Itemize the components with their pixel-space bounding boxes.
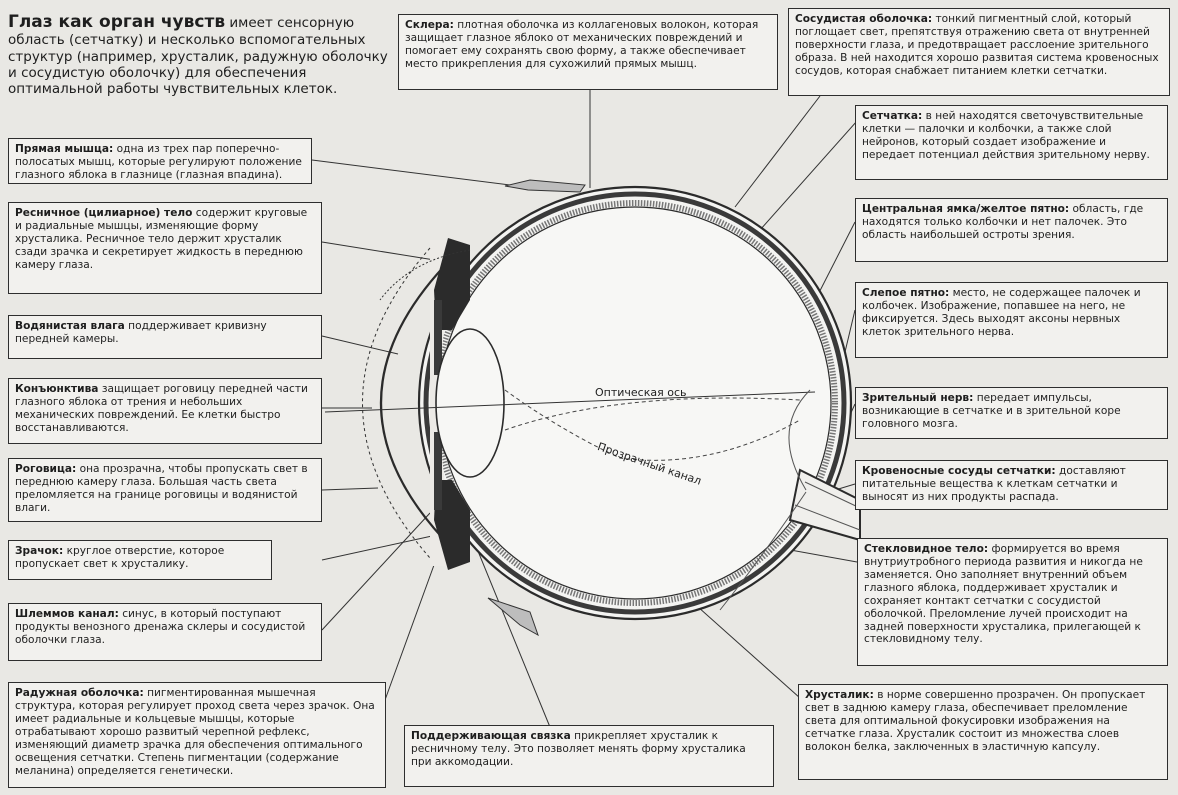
lens xyxy=(435,328,505,478)
label-title: Зрительный нерв: xyxy=(862,392,974,404)
retinal-vessels xyxy=(719,389,811,611)
label-text: в норме совершенно прозрачен. Он пропуск… xyxy=(805,689,1146,753)
choroid-layer xyxy=(423,191,847,615)
label-title: Водянистая влага xyxy=(15,320,125,332)
label-text: область, где находятся только колбочки и… xyxy=(862,203,1144,241)
label-title: Сосудистая оболочка: xyxy=(795,13,933,25)
label-title: Ресничное (цилиарное) тело xyxy=(15,207,193,219)
label-title: Поддерживающая связка xyxy=(411,730,571,742)
intro-body: имеет сенсорную область (сетчатку) и нес… xyxy=(8,15,388,97)
label-zonule: Поддерживающая связка прикрепляет хруста… xyxy=(404,725,774,787)
label-title: Хрусталик: xyxy=(805,689,874,701)
label-text: плотная оболочка из коллагеновых волокон… xyxy=(405,19,759,70)
label-text: в ней находятся светочувствительные клет… xyxy=(862,110,1150,161)
label-optic-nerve: Зрительный нерв: передает импульсы, возн… xyxy=(855,387,1168,439)
label-blind-spot: Слепое пятно: место, не содержащее палоч… xyxy=(855,282,1168,358)
label-text: защищает роговицу передней части глазног… xyxy=(15,383,308,434)
label-iris: Радужная оболочка: пигментированная мыше… xyxy=(8,682,386,788)
label-text: круглое отверстие, которое пропускает св… xyxy=(15,545,225,570)
iris-bottom xyxy=(434,432,442,510)
label-vitreous-body: Стекловидное тело: формируется во время … xyxy=(857,538,1168,666)
optical-axis-label: Оптическая ось xyxy=(595,386,687,399)
rectus-muscle-bottom xyxy=(487,597,539,637)
label-text: доставляют питательные вещества к клетка… xyxy=(862,465,1126,503)
label-text: передает импульсы, возникающие в сетчатк… xyxy=(862,392,1121,430)
label-sclera: Склера: плотная оболочка из коллагеновых… xyxy=(398,14,778,90)
label-aqueous-humor: Водянистая влага поддерживает кривизну п… xyxy=(8,315,322,359)
label-retina: Сетчатка: в ней находятся светочувствите… xyxy=(855,105,1168,180)
label-text: одна из трех пар поперечно-полосатых мыш… xyxy=(15,143,302,181)
label-text: синус, в который поступают продукты вено… xyxy=(15,608,306,646)
label-fovea: Центральная ямка/желтое пятно: область, … xyxy=(855,198,1168,262)
label-text: место, не содержащее палочек и колбочек.… xyxy=(862,287,1141,338)
label-text: поддерживает кривизну передней камеры. xyxy=(15,320,267,345)
label-conjunctiva: Конъюнктива защищает роговицу передней ч… xyxy=(8,378,322,444)
ciliary-body-bottom xyxy=(434,480,470,570)
intro-text: Глаз как орган чувств имеет сенсорную об… xyxy=(8,12,400,97)
clear-canal-lower xyxy=(504,389,801,461)
ciliary-body-top xyxy=(434,238,470,330)
label-title: Конъюнктива xyxy=(15,383,99,395)
label-pupil: Зрачок: круглое отверстие, которое пропу… xyxy=(8,540,272,580)
schlemm-canal-line xyxy=(379,249,471,301)
cornea xyxy=(379,257,453,549)
label-title: Шлеммов канал: xyxy=(15,608,119,620)
rectus-muscle-top xyxy=(504,179,586,193)
label-title: Стекловидное тело: xyxy=(864,543,989,555)
label-text: содержит круговые и радиальные мышцы, из… xyxy=(15,207,308,271)
label-title: Роговица: xyxy=(15,463,77,475)
label-title: Радужная оболочка: xyxy=(15,687,144,699)
label-title: Центральная ямка/желтое пятно: xyxy=(862,203,1070,215)
label-lens: Хрусталик: в норме совершенно прозрачен.… xyxy=(798,684,1168,780)
label-title: Сетчатка: xyxy=(862,110,923,122)
label-title: Кровеносные сосуды сетчатки: xyxy=(862,465,1056,477)
label-title: Прямая мышца: xyxy=(15,143,114,155)
label-text: прикрепляет хрусталик к ресничному телу.… xyxy=(411,730,746,768)
label-title: Зрачок: xyxy=(15,545,64,557)
label-rectus-muscle: Прямая мышца: одна из трех пар поперечно… xyxy=(8,138,312,184)
label-text: пигментированная мышечная структура, кот… xyxy=(15,687,375,777)
label-text: формируется во время внутриутробного пер… xyxy=(864,543,1143,646)
optical-axis xyxy=(324,391,816,413)
label-cornea: Роговица: она прозрачна, чтобы пропускат… xyxy=(8,458,322,522)
clear-canal xyxy=(504,397,801,431)
label-title: Слепое пятно: xyxy=(862,287,950,299)
label-choroid: Сосудистая оболочка: тонкий пигментный с… xyxy=(788,8,1170,96)
label-retinal-vessels: Кровеносные сосуды сетчатки: доставляют … xyxy=(855,460,1168,510)
iris-top xyxy=(434,300,442,375)
label-text: тонкий пигментный слой, который поглощае… xyxy=(795,13,1159,77)
optic-nerve-sheath xyxy=(794,481,861,531)
label-ciliary-body: Ресничное (цилиарное) тело содержит круг… xyxy=(8,202,322,294)
label-text: она прозрачна, чтобы пропускать свет в п… xyxy=(15,463,308,514)
label-schlemm-canal: Шлеммов канал: синус, в который поступаю… xyxy=(8,603,322,661)
label-title: Склера: xyxy=(405,19,454,31)
intro-title: Глаз как орган чувств xyxy=(8,12,226,32)
